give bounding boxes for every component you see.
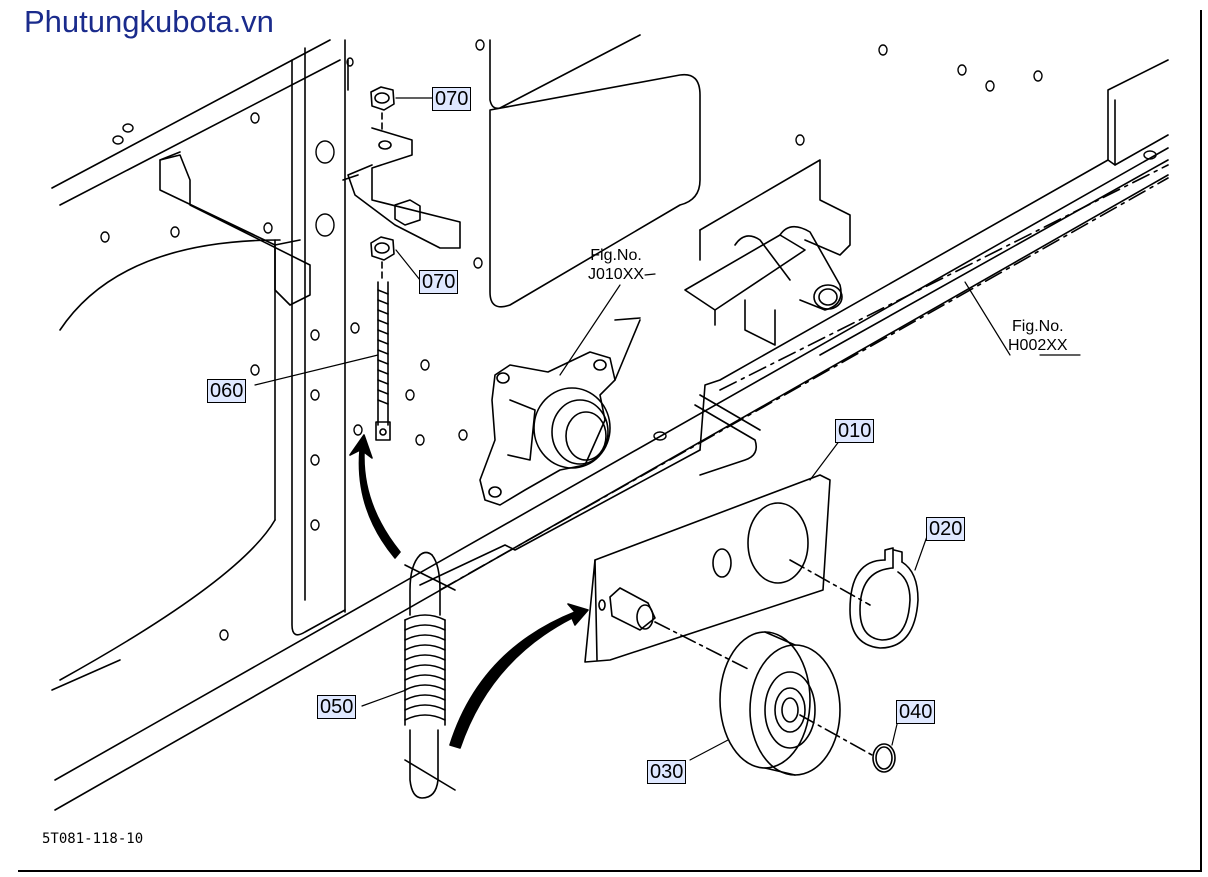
callout-050[interactable]: 050: [317, 695, 357, 719]
drawing-frame: [18, 10, 1202, 872]
assembly-arrows: [349, 434, 589, 749]
callout-070-upper[interactable]: 070: [432, 87, 472, 111]
bearing-flange: [479, 317, 641, 506]
leader-lines: [254, 97, 1081, 761]
callout-060[interactable]: 060: [207, 379, 247, 403]
figure-ref-j010-line1: Fig.No.: [590, 247, 642, 264]
callout-030[interactable]: 030: [647, 760, 687, 784]
callout-070-lower[interactable]: 070: [419, 270, 459, 294]
figure-ref-h002[interactable]: Fig.No. H002XX: [1008, 317, 1068, 355]
callout-020[interactable]: 020: [926, 517, 966, 541]
snap-ring-020: [789, 547, 919, 649]
figure-ref-h002-line1: Fig.No.: [1012, 318, 1064, 335]
figure-ref-h002-line2: H002XX: [1008, 337, 1068, 354]
watermark-text: Phutungkubota.vn: [24, 4, 274, 39]
idler-pulley-030: [719, 631, 873, 776]
callout-010[interactable]: 010: [835, 419, 875, 443]
adjust-rod-060: [375, 281, 391, 441]
drawing-code: 5T081-118-10: [42, 831, 144, 847]
adjuster-bracket: [342, 127, 461, 249]
retaining-ring-040: [872, 743, 896, 773]
tension-spring-050: [404, 551, 456, 799]
figure-ref-j010-line2: J010XX: [588, 266, 645, 283]
figure-ref-j010[interactable]: Fig.No. J010XX: [588, 246, 644, 284]
tension-shaft: [609, 587, 751, 671]
tension-plate-010: [584, 474, 831, 663]
nut-070-upper: [370, 86, 395, 131]
chassis-outline: [51, 34, 1169, 811]
callout-040[interactable]: 040: [896, 700, 936, 724]
nut-070-lower: [370, 236, 395, 279]
